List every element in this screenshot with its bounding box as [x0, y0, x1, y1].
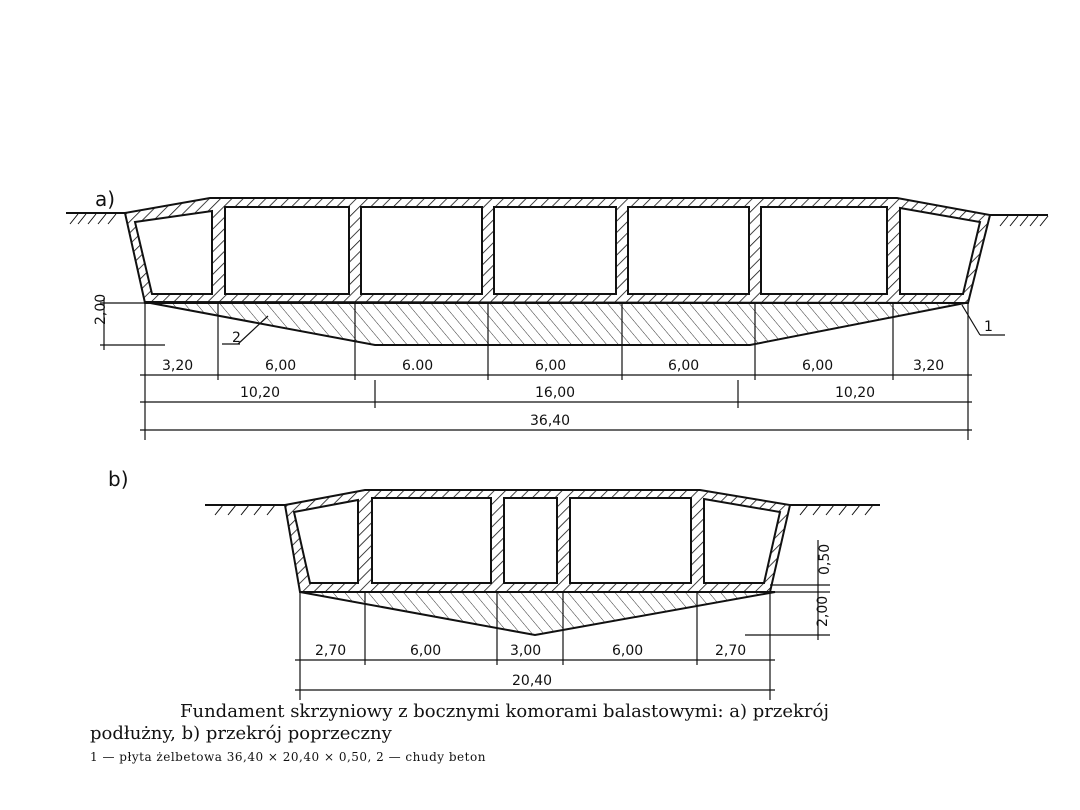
- chambers-a: [133, 206, 982, 295]
- span-a-4: 6,00: [535, 358, 566, 374]
- ground-hatch: [214, 504, 874, 516]
- callout-2: 2: [232, 330, 241, 346]
- span-b-4: 6,00: [612, 643, 643, 659]
- span-b-1: 2,70: [315, 643, 346, 659]
- dimensions-a: [100, 298, 1005, 440]
- lean-concrete-b: [299, 591, 776, 637]
- span-a-3: 6.00: [402, 358, 433, 374]
- section-b: b): [108, 467, 880, 700]
- section-b-label: b): [108, 467, 129, 491]
- total-a: 36,40: [530, 413, 570, 429]
- height-dim-a: 2,00: [93, 294, 109, 325]
- height-dim-b: 2,00: [815, 596, 831, 627]
- caption-line-1: Fundament skrzyniowy z bocznymi komorami…: [180, 701, 829, 722]
- dimensions-b: [295, 540, 830, 700]
- span-a-1: 3,20: [162, 358, 193, 374]
- total-b: 20,40: [512, 673, 552, 689]
- span-a-6: 6,00: [802, 358, 833, 374]
- span-a-5: 6,00: [668, 358, 699, 374]
- group-a-3: 10,20: [835, 385, 875, 401]
- group-a-1: 10,20: [240, 385, 280, 401]
- group-a-2: 16,00: [535, 385, 575, 401]
- caption-legend: 1 — płyta żelbetowa 36,40 × 20,40 × 0,50…: [90, 750, 486, 764]
- section-a-label: a): [95, 187, 115, 211]
- slab-dim-b: 0,50: [817, 544, 833, 575]
- section-a-labels: 2,00 3,20 6,00 6.00 6,00 6,00 6,00 3,20 …: [93, 294, 993, 429]
- span-a-2: 6,00: [265, 358, 296, 374]
- chambers-b: [292, 497, 782, 584]
- span-b-2: 6,00: [410, 643, 441, 659]
- section-b-labels: 0,50 2,00 2,70 6,00 3,00 6,00 2,70 20,40: [315, 544, 833, 689]
- callout-1: 1: [984, 319, 993, 335]
- ground-hatch: [69, 213, 1049, 227]
- span-a-7: 3,20: [913, 358, 944, 374]
- section-a: a): [66, 187, 1049, 440]
- span-b-3: 3,00: [510, 643, 541, 659]
- caption-line-2: podłużny, b) przekrój poprzeczny: [90, 723, 392, 744]
- span-b-5: 2,70: [715, 643, 746, 659]
- lean-concrete-a: [144, 301, 966, 346]
